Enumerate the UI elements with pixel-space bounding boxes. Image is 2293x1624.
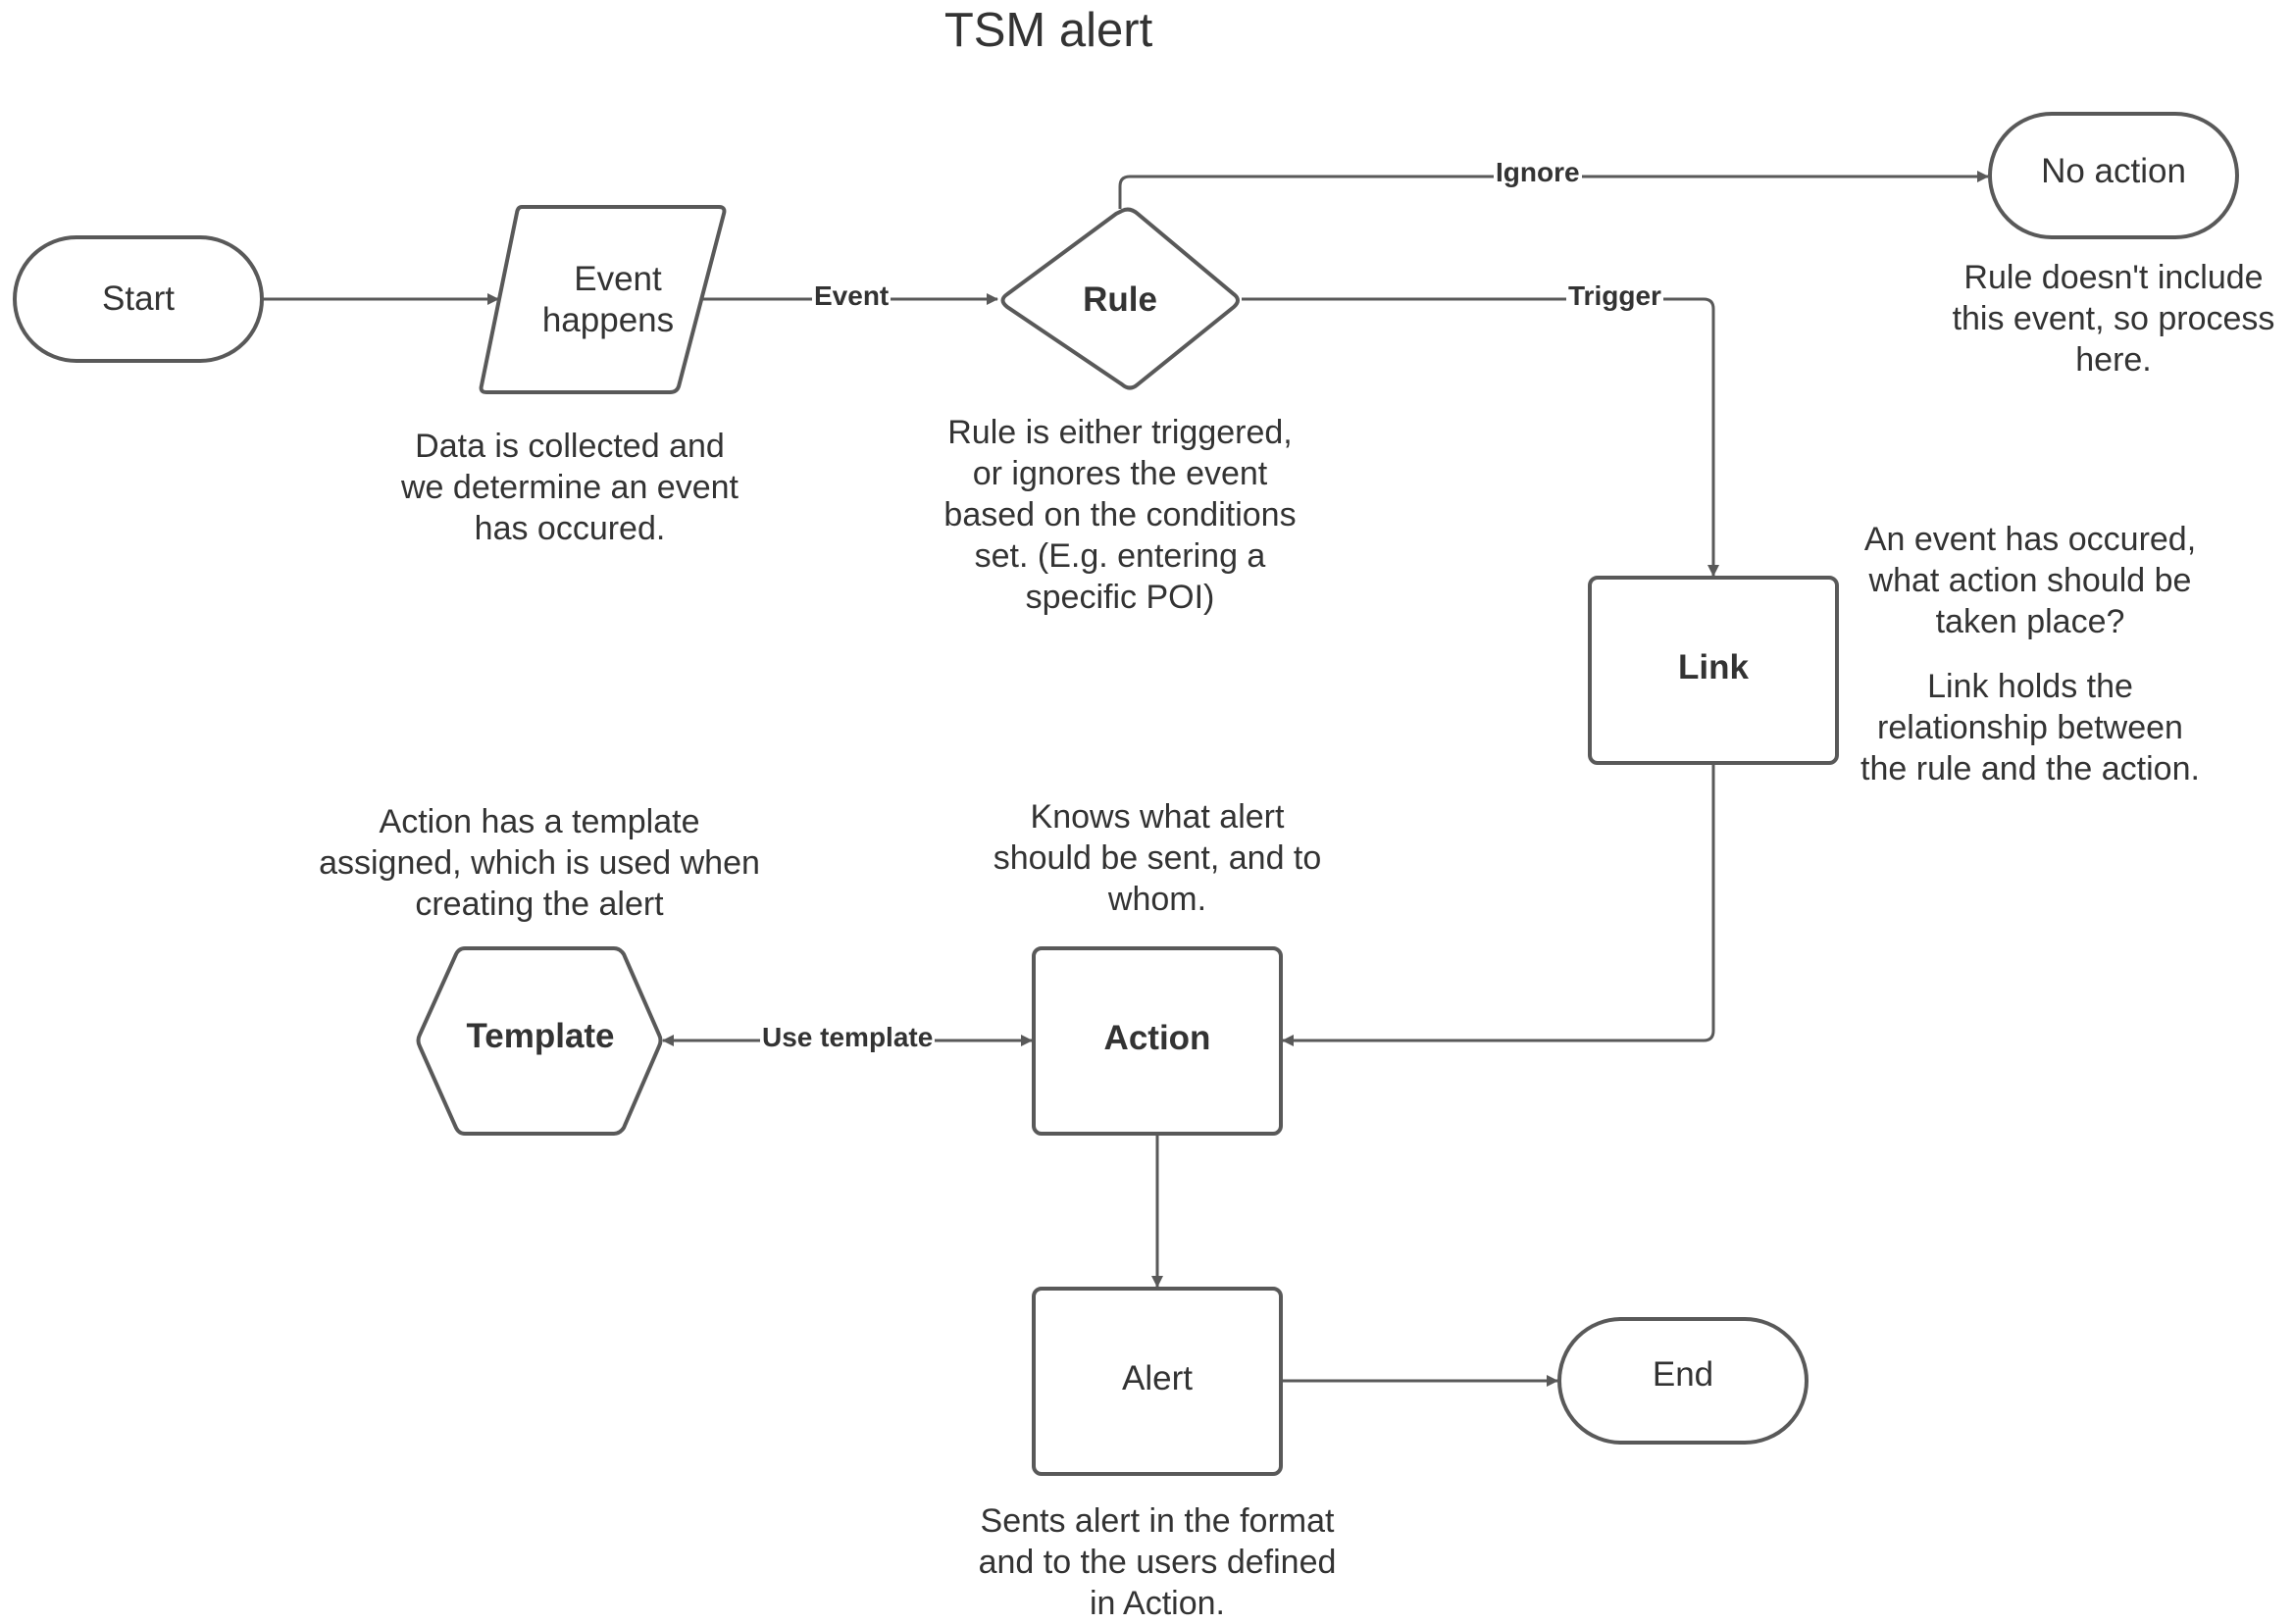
note-line: we determine an event [401,469,739,506]
link-note-relationship: Link holds the relationship between the … [1834,666,2226,789]
rule-label: Rule [1083,279,1157,319]
note-line: Rule doesn't include [1963,259,2264,296]
rule-node[interactable] [1000,207,1240,390]
note-line: and to the users defined [978,1544,1337,1581]
template-label: Template [466,1017,615,1055]
event-happens-label: Event happens [490,207,726,392]
edge-label-ignore: Ignore [1494,157,1582,188]
note-line: here. [2075,341,2152,379]
link-note-question: An event has occured, what action should… [1834,519,2226,642]
note-line: An event has occured, [1863,521,2197,558]
edge-label-trigger: Trigger [1566,280,1663,312]
note-line: should be sent, and to [993,839,1322,877]
rule-note: Rule is either triggered, or ignores the… [924,412,1316,618]
note-line: this event, so process [1952,300,2275,337]
end-node[interactable] [1557,1317,1809,1445]
note-line: Sents alert in the format [980,1502,1335,1540]
event-happens-label-line2: happens [541,300,675,339]
note-line: Knows what alert [1030,798,1285,836]
end-label: End [1652,1355,1714,1394]
template-node[interactable] [416,946,663,1136]
note-line: assigned, which is used when [319,844,760,882]
note-line: Link holds the [1927,668,2133,705]
edge-rule-no-action [1118,171,1989,209]
link-label: Link [1678,647,1749,686]
note-line: what action should be [1868,562,2192,599]
edge-label-event: Event [812,280,892,312]
edge-rule-link [1242,297,1719,577]
no-action-note: Rule doesn't include this event, so proc… [1927,257,2293,381]
note-line: Rule is either triggered, [947,414,1293,451]
alert-note: Sents alert in the format and to the use… [942,1500,1373,1624]
note-line: Action has a template [379,803,700,840]
note-line: Data is collected and [415,428,725,465]
action-label: Action [1103,1018,1211,1057]
note-line: whom. [1107,881,1207,918]
note-line: has occured. [474,510,666,547]
event-happens-node[interactable] [479,205,727,394]
edge-label-use-template: Use template [760,1022,936,1053]
note-line: relationship between [1877,709,2183,746]
note-line: taken place? [1935,603,2125,640]
no-action-label: No action [2041,152,2186,190]
action-note: Knows what alert should be sent, and to … [961,796,1353,920]
alert-label: Alert [1122,1358,1193,1397]
note-line: set. (E.g. entering a [974,537,1266,575]
no-action-node[interactable] [1988,112,2239,239]
note-line: or ignores the event [972,455,1268,492]
event-note: Data is collected and we determine an ev… [374,426,766,549]
note-line: specific POI) [1025,579,1215,616]
note-line: the rule and the action. [1860,750,2200,787]
edge-link-action [1282,763,1715,1046]
diagram-title: TSM alert [943,4,1153,57]
note-line: in Action. [1090,1585,1225,1622]
note-line: creating the alert [415,886,664,923]
event-happens-label-line1: Event [574,259,662,298]
template-note: Action has a template assigned, which is… [294,801,785,925]
note-line: based on the conditions [943,496,1297,533]
start-label: Start [102,279,175,318]
